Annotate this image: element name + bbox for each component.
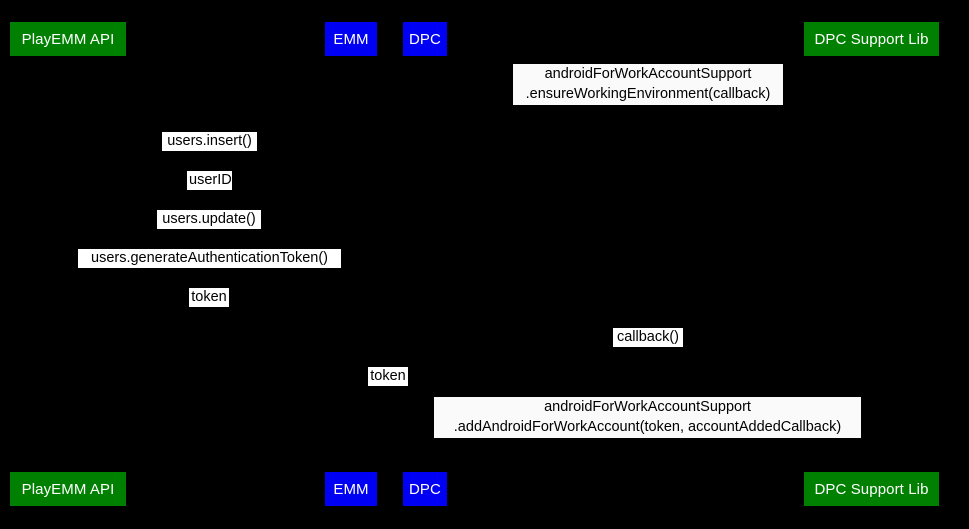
message-label-msg-generate-authentication-token: users.generateAuthenticationToken()	[78, 249, 341, 268]
lifeline-emm	[351, 56, 352, 472]
lifeline-dpc	[425, 56, 426, 472]
message-arrow-msg-callback	[425, 348, 871, 349]
message-label-line: androidForWorkAccountSupport	[544, 399, 751, 415]
lifeline-dpc-support-lib	[871, 56, 872, 472]
participant-head-playemm-api[interactable]: PlayEMM API	[10, 22, 126, 56]
message-label-msg-users-update: users.update()	[157, 210, 261, 229]
message-label-line: androidForWorkAccountSupport	[544, 66, 752, 82]
message-label-msg-ensure-working-environment: androidForWorkAccountSupport .ensureWorki…	[513, 64, 783, 105]
lifeline-playemm-api	[68, 56, 69, 472]
message-arrow-msg-token-to-dpc	[351, 387, 425, 388]
participant-foot-playemm-api[interactable]: PlayEMM API	[10, 472, 126, 506]
message-label-line: userID	[189, 172, 232, 188]
participant-head-dpc-support-lib[interactable]: DPC Support Lib	[804, 22, 939, 56]
participant-foot-dpc[interactable]: DPC	[403, 472, 447, 506]
message-label-line: token	[191, 289, 227, 305]
message-label-msg-callback: callback()	[613, 328, 683, 347]
message-label-msg-userid: userID	[187, 171, 232, 190]
message-arrow-msg-userid	[68, 191, 351, 192]
participant-head-dpc[interactable]: DPC	[403, 22, 447, 56]
participant-head-emm[interactable]: EMM	[325, 22, 377, 56]
message-label-line: callback()	[616, 329, 680, 345]
message-label-msg-token-to-dpc: token	[368, 367, 408, 386]
message-label-line: users.insert()	[167, 133, 252, 149]
message-label-msg-token-to-emm: token	[189, 288, 229, 307]
message-arrow-msg-token-to-emm	[68, 308, 351, 309]
message-arrow-msg-users-update	[68, 230, 351, 231]
message-arrow-msg-generate-authentication-token	[68, 269, 351, 270]
message-label-line: users.update()	[162, 211, 256, 227]
message-label-line: .ensureWorkingEnvironment(callback)	[525, 85, 771, 102]
message-label-line: users.generateAuthenticationToken()	[91, 250, 328, 266]
participant-foot-dpc-support-lib[interactable]: DPC Support Lib	[804, 472, 939, 506]
message-label-msg-users-insert: users.insert()	[162, 132, 257, 151]
message-arrow-msg-users-insert	[68, 152, 351, 153]
message-label-msg-add-android-for-work-account: androidForWorkAccountSupport .addAndroidF…	[434, 397, 861, 438]
message-label-line: .addAndroidForWorkAccount(token, account…	[453, 418, 842, 435]
message-label-line: token	[370, 368, 406, 384]
participant-foot-emm[interactable]: EMM	[325, 472, 377, 506]
